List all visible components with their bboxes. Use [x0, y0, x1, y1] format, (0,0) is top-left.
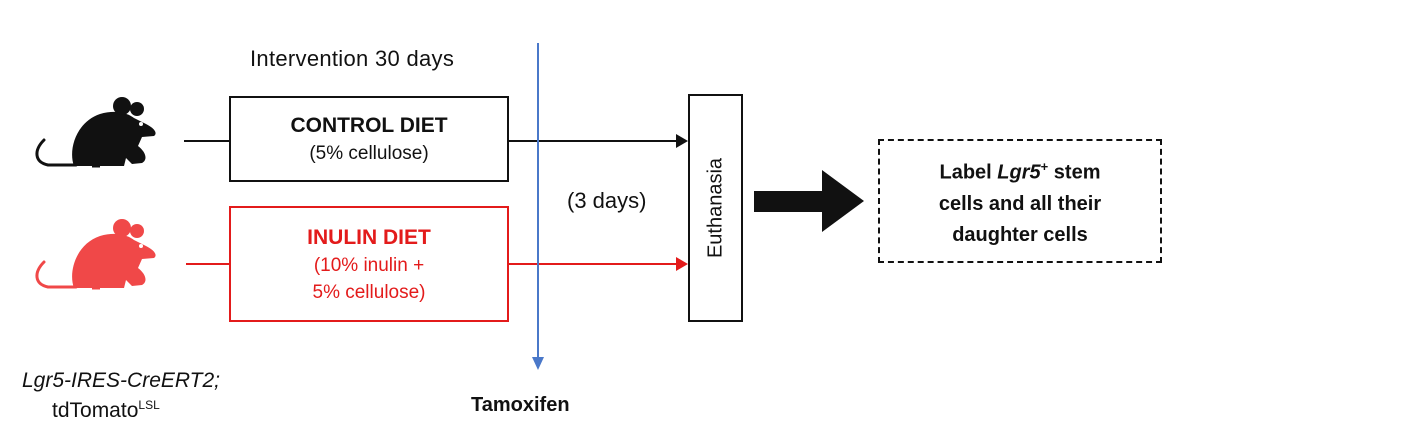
- control-arrowhead: [676, 134, 688, 148]
- big-arrow: [754, 170, 864, 232]
- genotype-line1: Lgr5-IRES-CreERT2;: [22, 369, 221, 392]
- inulin-diet-subtitle-line2: 5% cellulose): [312, 281, 426, 303]
- inulin-arrowhead: [676, 257, 688, 271]
- control-diet-box: CONTROL DIET (5% cellulose): [229, 96, 509, 182]
- genotype-sup: LSL: [138, 398, 160, 412]
- euthanasia-box: Euthanasia: [688, 94, 743, 322]
- outcome-line3: daughter cells: [952, 223, 1088, 246]
- euthanasia-label: Euthanasia: [704, 157, 726, 259]
- genotype-base: tdTomato: [52, 399, 139, 422]
- intervention-label: Intervention 30 days: [250, 46, 455, 71]
- control-mouse-icon: [35, 95, 158, 168]
- inulin-diet-box: INULIN DIET (10% inulin + 5% cellulose): [229, 206, 509, 322]
- inulin-diet-subtitle-line1: (10% inulin +: [313, 254, 425, 276]
- tamoxifen-label: Tamoxifen: [471, 394, 570, 416]
- outcome-line1-prefix: Label: [939, 161, 998, 184]
- days-label: (3 days): [567, 188, 647, 213]
- control-diet-subtitle: (5% cellulose): [309, 143, 429, 164]
- tamoxifen-arrowhead: [532, 357, 544, 370]
- outcome-gene: Lgr5: [997, 161, 1041, 184]
- outcome-line1-suffix: stem: [1048, 161, 1101, 184]
- genotype-line2: tdTomatoLSL: [52, 398, 160, 423]
- outcome-gene-sup: +: [1040, 159, 1049, 175]
- inulin-mouse-icon: [35, 217, 158, 290]
- control-diet-title: CONTROL DIET: [290, 114, 448, 137]
- inulin-diet-title: INULIN DIET: [307, 225, 431, 249]
- outcome-box: Label Lgr5+ stem cells and all their dau…: [878, 139, 1162, 263]
- outcome-line1: Label Lgr5+ stem: [940, 151, 1101, 189]
- outcome-line2: cells and all their: [938, 192, 1102, 215]
